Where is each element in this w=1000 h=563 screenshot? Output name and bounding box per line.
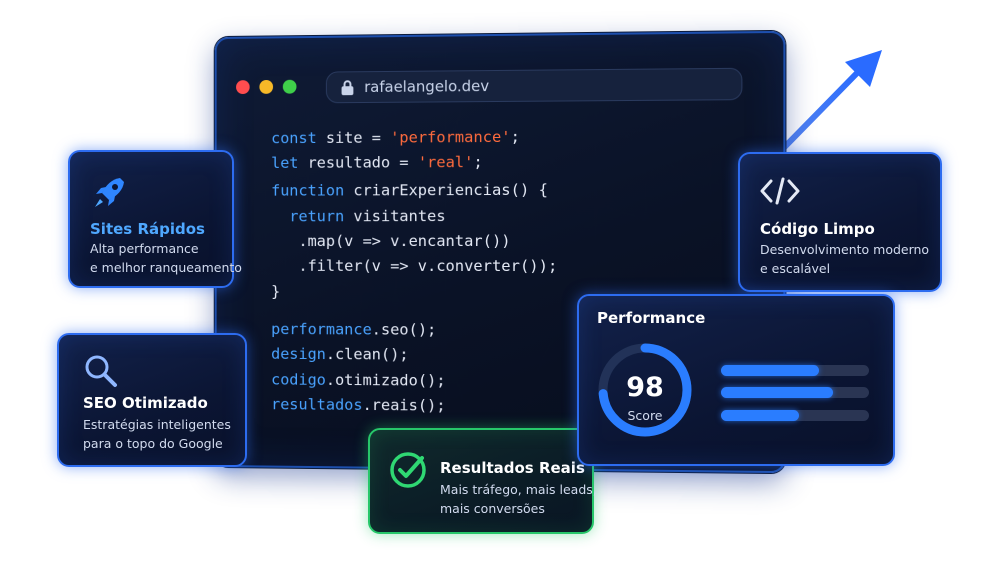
- code-line: }: [271, 283, 280, 301]
- code-token: const site =: [271, 128, 391, 148]
- code-token: .filter(v => v.converter());: [271, 256, 558, 276]
- code-keyword: function: [271, 181, 345, 200]
- code-line: const site = 'performance';: [271, 128, 520, 147]
- performance-panel: Performance 98 Score: [577, 294, 895, 466]
- code-token: let resultado =: [271, 153, 418, 172]
- code-token: design: [271, 344, 326, 364]
- code-token: .otimizado();: [325, 370, 446, 390]
- code-token: function criarExperiencias() {: [271, 180, 548, 200]
- card-title: SEO Otimizado: [83, 394, 208, 412]
- card-codigo-limpo: Código Limpo Desenvolvimento moderno e e…: [738, 152, 942, 292]
- score-value: 98: [626, 372, 664, 403]
- browser-window: rafaelangelo.dev const site = 'performan…: [214, 30, 786, 474]
- metric-bar-2: [721, 387, 869, 398]
- card-title: Resultados Reais: [440, 459, 585, 477]
- code-token: .seo();: [371, 320, 437, 339]
- card-seo-otimizado: SEO Otimizado Estratégias inteligentes p…: [57, 333, 247, 467]
- card-description: Desenvolvimento moderno e escalável: [760, 242, 930, 276]
- score-label: Score: [627, 408, 663, 423]
- code-line: performance.seo();: [271, 320, 436, 339]
- code-token: .clean();: [325, 345, 409, 364]
- code-token: codigo: [271, 370, 326, 389]
- code-keyword: let: [271, 153, 299, 172]
- code-token: resultados: [271, 395, 363, 414]
- code-token: ;: [510, 127, 520, 146]
- metric-bar-fill: [721, 410, 800, 421]
- code-line: codigo.otimizado();: [271, 371, 445, 390]
- code-token: .map(v => v.encantar()): [271, 231, 511, 251]
- code-keyword: const: [271, 129, 317, 148]
- code-line: design.clean();: [271, 345, 408, 364]
- code-keyword: return: [289, 207, 345, 226]
- metric-bar-fill: [721, 365, 819, 376]
- card-description: Alta performance e melhor ranqueamento: [90, 241, 242, 275]
- card-resultados-reais: Resultados Reais Mais tráfego, mais lead…: [368, 428, 597, 534]
- code-line: resultados.reais();: [271, 395, 445, 414]
- card-sites-rapidos: Sites Rápidos Alta performance e melhor …: [68, 150, 242, 288]
- code-token: 'performance': [390, 127, 511, 147]
- maximize-window-dot[interactable]: [282, 79, 297, 94]
- code-line: .map(v => v.encantar()): [271, 231, 511, 251]
- metric-bar-3: [721, 410, 869, 421]
- score-gauge: [598, 343, 692, 437]
- address-bar[interactable]: rafaelangelo.dev: [325, 67, 743, 104]
- code-token: ;: [473, 153, 483, 172]
- code-icon: [760, 177, 800, 205]
- check-circle-icon: [390, 452, 426, 488]
- close-window-dot[interactable]: [236, 80, 250, 95]
- code-line: .filter(v => v.converter());: [271, 257, 557, 275]
- code-line: return visitantes: [271, 207, 445, 225]
- metric-bar-fill: [721, 387, 834, 398]
- code-line: let resultado = 'real';: [271, 153, 483, 172]
- code-token: return visitantes: [289, 207, 446, 226]
- rocket-icon: [95, 178, 124, 207]
- card-description: Mais tráfego, mais leads, mais conversõe…: [440, 482, 597, 516]
- performance-title: Performance: [597, 309, 706, 327]
- code-token: }: [271, 282, 281, 301]
- card-description: Estratégias inteligentes para o topo do …: [83, 417, 231, 451]
- url-text: rafaelangelo.dev: [364, 77, 490, 97]
- search-icon: [85, 355, 117, 387]
- code-line: function criarExperiencias() {: [271, 181, 548, 200]
- minimize-window-dot[interactable]: [259, 79, 274, 94]
- lock-icon: [341, 79, 355, 96]
- card-title: Código Limpo: [760, 220, 875, 238]
- code-token: 'real': [417, 153, 474, 172]
- card-title: Sites Rápidos: [90, 220, 205, 238]
- code-token: performance: [271, 320, 372, 339]
- code-token: .reais();: [362, 396, 446, 415]
- metric-bar-1: [721, 365, 869, 376]
